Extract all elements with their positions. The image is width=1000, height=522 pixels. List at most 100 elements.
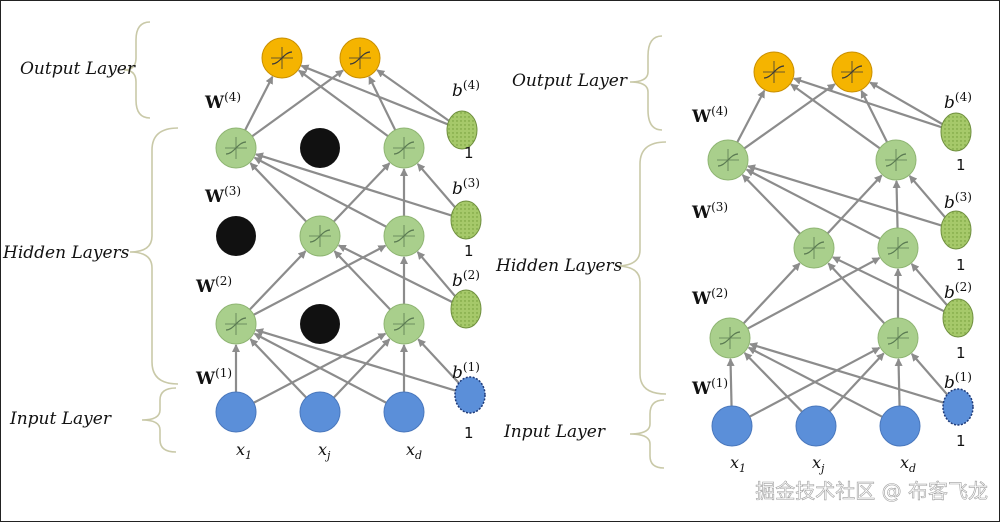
weight-label-w1-right: W(1) [691, 376, 728, 399]
edge-left-h2-h3-2-0 [253, 156, 387, 228]
edge-right-b2-1 [910, 263, 950, 308]
hidden3-node-left-2 [300, 128, 340, 168]
bias-one-b3-right: 1 [956, 256, 966, 274]
edge-right-h3-out-0-0 [736, 89, 766, 143]
input-label-xj-left: xj [318, 440, 331, 462]
network-nodes [215, 37, 974, 447]
hidden1-node-left-2 [300, 304, 340, 344]
bias-one-b4-right: 1 [956, 156, 966, 174]
hidden-layers-label-right: Hidden Layers [495, 256, 623, 276]
weight-label-w3-right: W(3) [691, 200, 728, 223]
edge-right-h3-out-0-1 [743, 83, 836, 150]
weight-label-w3-left: W(3) [204, 184, 241, 207]
bias-node-b3-left [450, 200, 482, 240]
bias-node-b3-right [940, 210, 972, 250]
edge-left-h3-out-2-1 [368, 75, 397, 131]
hidden2-node-left-3 [383, 215, 425, 257]
edge-right-h1-h2-0-1 [747, 256, 881, 330]
hidden2-node-left-1 [216, 216, 256, 256]
edge-left-b3-2 [416, 163, 458, 210]
hidden1-node-right-2 [877, 317, 919, 359]
weight-label-w4-right: W(4) [691, 104, 728, 127]
edge-left-h2-h3-1-2 [333, 162, 391, 223]
bias-node-b1-right [942, 388, 974, 426]
input-node-left-2 [299, 391, 341, 433]
brace-input-left [141, 387, 177, 453]
hidden2-node-right-1 [793, 227, 835, 269]
bias-one-b4-left: 1 [464, 144, 474, 162]
input-layer-label-left: Input Layer [9, 409, 112, 429]
edge-left-h3-out-0-0 [244, 75, 274, 131]
edge-right-in-h1-1-1 [828, 352, 885, 413]
edge-left-h3-out-0-1 [251, 69, 344, 138]
weight-label-w2-right: W(2) [691, 286, 728, 309]
edge-left-in-h1-1-2 [333, 338, 391, 399]
hidden3-node-right-1 [707, 139, 749, 181]
input-label-xd-left: xd [406, 440, 422, 462]
edge-left-b4-1 [376, 69, 451, 123]
output-node-left-1 [261, 37, 303, 79]
bias-label-b2-right: b(2) [944, 280, 972, 303]
bias-node-b4-left [446, 110, 478, 150]
edge-left-b3-0 [255, 152, 453, 217]
weight-label-w2-left: W(2) [195, 274, 232, 297]
edge-right-h2-h3-1-1 [892, 179, 901, 229]
brace-input-right [629, 399, 665, 469]
edge-right-in-h1-2-1 [894, 357, 903, 407]
bias-label-b4-left: b(4) [452, 78, 480, 101]
bias-node-b1-left [454, 376, 486, 414]
bias-label-b2-left: b(2) [452, 268, 480, 291]
edge-right-in-h1-2-0 [747, 346, 883, 418]
output-node-left-2 [339, 37, 381, 79]
edge-right-h3-out-1-0 [790, 83, 881, 150]
watermark: 掘金技术社区 @ 布客飞龙 [755, 479, 988, 503]
hidden3-node-right-2 [875, 139, 917, 181]
bias-label-b3-left: b(3) [452, 176, 480, 199]
bias-one-b1-left: 1 [464, 424, 474, 442]
edge-right-h1-h2-0-0 [742, 262, 801, 325]
input-label-x1-left: x1 [236, 440, 252, 462]
brace-output-left [123, 21, 151, 119]
edge-left-b1-2 [417, 338, 461, 385]
input-node-right-1 [711, 405, 753, 447]
edge-right-b4-0 [792, 76, 943, 129]
bias-one-b1-right: 1 [956, 432, 966, 450]
edge-right-h2-h3-1-0 [745, 168, 881, 240]
edge-right-b2-0 [831, 256, 945, 313]
edge-right-in-h1-0-0 [726, 357, 735, 407]
output-node-right-2 [831, 51, 873, 93]
bias-node-b4-right [940, 112, 972, 152]
edge-right-b1-1 [910, 353, 949, 397]
edge-left-b4-0 [300, 64, 449, 126]
bias-node-b2-right [942, 298, 974, 338]
hidden2-node-left-2 [299, 215, 341, 257]
edge-right-b3-0 [747, 164, 942, 227]
bias-label-b3-right: b(3) [944, 190, 972, 213]
input-node-right-2 [795, 405, 837, 447]
input-label-x1-right: x1 [730, 453, 746, 475]
edge-right-b1-0 [749, 342, 944, 404]
bias-one-b2-right: 1 [956, 344, 966, 362]
hidden1-node-right-1 [709, 317, 751, 359]
input-node-right-3 [879, 405, 921, 447]
edge-right-h2-h3-0-1 [826, 174, 883, 235]
output-layer-label-right: Output Layer [512, 71, 628, 91]
edge-left-b2-1 [337, 244, 454, 304]
hidden1-node-left-3 [383, 303, 425, 345]
edge-left-h1-h2-0-1 [249, 250, 307, 311]
brace-output-right [629, 35, 663, 131]
edge-right-in-h1-1-0 [743, 352, 803, 413]
edge-right-h1-h2-1-0 [827, 262, 886, 325]
edge-right-b4-1 [869, 81, 944, 126]
input-node-left-1 [215, 391, 257, 433]
weight-label-w1-left: W(1) [195, 366, 232, 389]
bias-label-b4-right: b(4) [944, 90, 972, 113]
connection-edges [232, 64, 950, 418]
hidden2-node-right-2 [877, 227, 919, 269]
hidden3-node-left-3 [383, 127, 425, 169]
input-node-left-3 [383, 391, 425, 433]
hidden1-node-left-1 [215, 303, 257, 345]
brace-hidden-right [615, 141, 667, 395]
edge-left-b2-2 [416, 251, 458, 299]
